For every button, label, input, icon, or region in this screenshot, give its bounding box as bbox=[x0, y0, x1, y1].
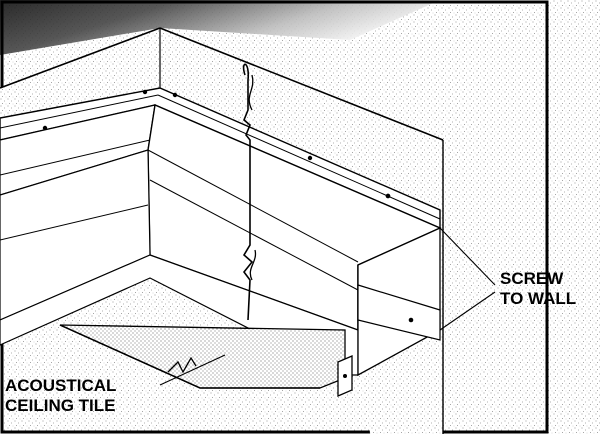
screw-upper bbox=[385, 193, 391, 199]
ceiling-shadow bbox=[0, 0, 440, 55]
tile-label-line-2: CEILING TILE bbox=[5, 396, 116, 415]
screw-label-line-1: SCREW bbox=[500, 269, 564, 288]
wall-angle-lower bbox=[357, 284, 441, 341]
tile-label-line-1: ACOUSTICAL bbox=[5, 376, 117, 395]
screw-label-line-2: TO WALL bbox=[500, 289, 577, 308]
screw-to-wall-label: SCREW TO WALL bbox=[500, 269, 576, 309]
tile-callout-line bbox=[159, 354, 226, 386]
acoustical-ceiling-tile-label: ACOUSTICAL CEILING TILE bbox=[5, 376, 116, 416]
hanger-wire bbox=[242, 63, 254, 321]
screw-callout-upper bbox=[439, 227, 496, 286]
screw-lower bbox=[408, 317, 414, 323]
screw-callout-lower bbox=[439, 291, 496, 331]
